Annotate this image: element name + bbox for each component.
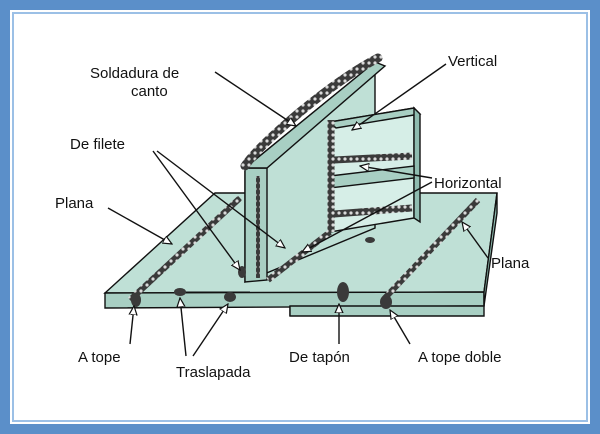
- arrow-plana-right: [462, 222, 489, 259]
- leader-arrows: [107, 63, 489, 357]
- arrow-de-filete-1: [152, 150, 240, 270]
- arrow-a-tope-doble: [390, 310, 411, 345]
- label-soldadura-canto-2: canto: [131, 83, 168, 100]
- label-a-tope-doble: A tope doble: [418, 349, 501, 366]
- label-soldadura-canto-1: Soldadura de: [90, 65, 179, 82]
- label-a-tope: A tope: [78, 349, 121, 366]
- label-de-tapon: De tapón: [289, 349, 350, 366]
- label-plana-left: Plana: [55, 195, 94, 212]
- arrow-traslapada-1: [180, 298, 187, 357]
- arrow-plana-left: [107, 207, 172, 244]
- arrow-horizontal-2: [302, 181, 433, 252]
- arrow-de-filete-2: [156, 150, 285, 248]
- label-horizontal: Horizontal: [434, 175, 502, 192]
- label-traslapada: Traslapada: [176, 364, 251, 381]
- label-de-filete: De filete: [70, 136, 125, 153]
- label-vertical: Vertical: [448, 53, 497, 70]
- arrow-horizontal-1: [360, 166, 433, 179]
- arrow-a-tope: [130, 306, 134, 345]
- label-plana-right: Plana: [491, 255, 530, 272]
- arrow-traslapada-2: [192, 304, 228, 357]
- arrow-vertical: [352, 63, 447, 130]
- arrow-soldadura-canto: [214, 71, 296, 126]
